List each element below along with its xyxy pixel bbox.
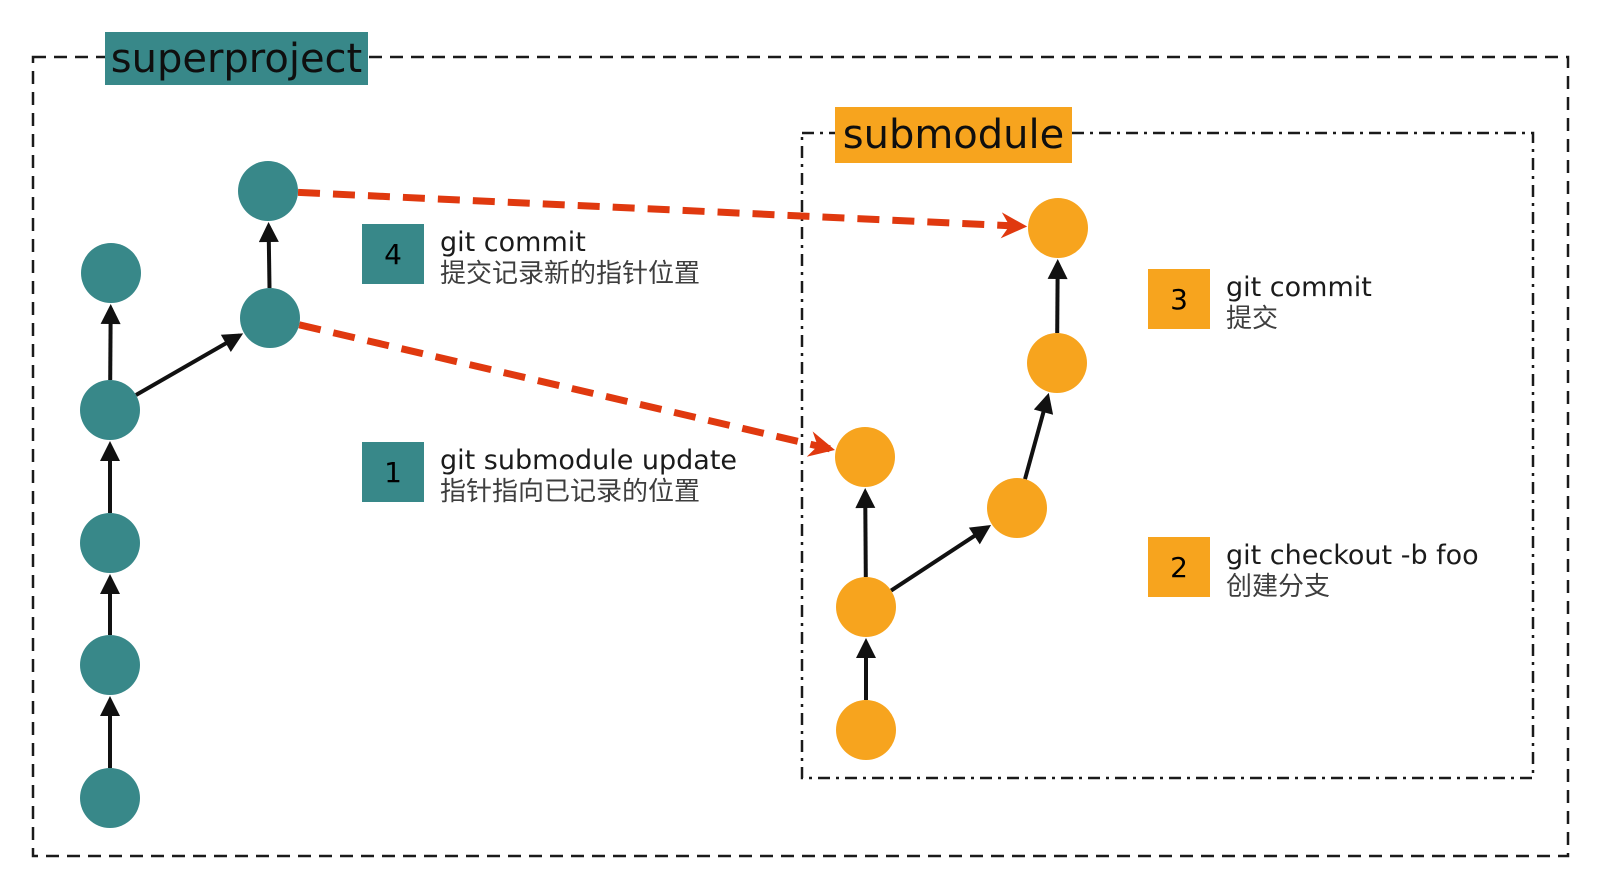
legend-number-badge: 1 [362,442,424,502]
superproject-label: superproject [105,32,368,85]
commit-node-sm6 [836,700,896,760]
commit-edge-sm5-sm3 [855,488,876,578]
legend-command: git commit [440,227,586,258]
commit-node-sm2 [1027,333,1087,393]
legend-description: 指针指向已记录的位置 [440,477,701,507]
legend-text-block: git commit 提交记录新的指针位置 [440,224,700,290]
legend-description: 提交 [1226,304,1279,334]
commit-edge-sp2-sp1 [258,222,279,289]
commit-node-sp4 [80,380,140,440]
legend-item-git-commit-superproject: 4 git commit 提交记录新的指针位置 [362,224,700,290]
legend-number-badge: 3 [1148,269,1210,329]
legend-description: 提交记录新的指针位置 [440,259,701,289]
commit-node-sp2 [240,288,300,348]
commit-edge-sm4-sm2 [1023,392,1054,480]
commit-node-sp3 [81,243,141,303]
commit-node-sp7 [80,768,140,828]
legend-text-block: git checkout -b foo 创建分支 [1226,537,1479,603]
commit-node-sp6 [80,635,140,695]
legend-command: git submodule update [440,445,738,476]
commit-edge-sp4-sp2 [135,333,244,397]
legend-item-git-submodule-update: 1 git submodule update 指针指向已记录的位置 [362,442,737,508]
commit-edge-sp4-sp3 [100,304,121,381]
commit-edge-sm2-sm1 [1047,259,1068,334]
legend-number-badge: 2 [1148,537,1210,597]
submodule-boundary [800,131,1535,780]
submodule-label: submodule [835,107,1072,163]
commit-node-sm1 [1028,198,1088,258]
commit-node-sp1 [238,161,298,221]
legend-item-git-commit-submodule: 3 git commit 提交 [1148,269,1372,335]
commit-node-sm3 [835,427,895,487]
legend-text-block: git submodule update 指针指向已记录的位置 [440,442,737,508]
commit-node-sm5 [836,577,896,637]
commit-node-sm4 [987,478,1047,538]
legend-description: 创建分支 [1226,572,1331,602]
legend-command: git checkout -b foo [1226,540,1479,571]
pointer-link-sp1-sm1 [297,188,1028,239]
pointer-link-sp2-sm3 [298,321,835,457]
legend-command: git commit [1226,272,1372,303]
superproject-boundary [31,55,1570,858]
legend-text-block: git commit 提交 [1226,269,1372,335]
legend-item-git-checkout: 2 git checkout -b foo 创建分支 [1148,537,1479,603]
commit-graph-layer [80,161,1088,828]
legend-number-badge: 4 [362,224,424,284]
commit-edge-sm5-sm4 [890,525,992,593]
commit-node-sp5 [80,513,140,573]
